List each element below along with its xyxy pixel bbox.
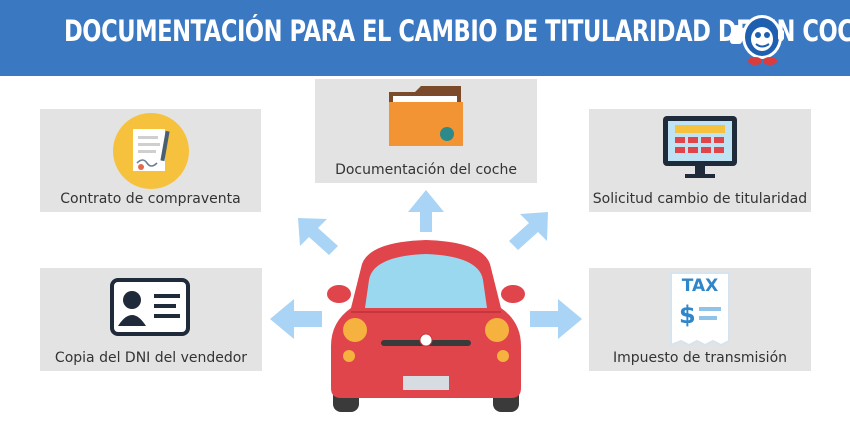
card-contrato-compraventa: Contrato de compraventa <box>40 109 261 212</box>
arrow-right-icon <box>530 299 582 339</box>
card-label: Contrato de compraventa <box>60 191 241 207</box>
arrow-left-icon <box>270 299 322 339</box>
contract-document-icon <box>113 113 189 189</box>
card-label: Copia del DNI del vendedor <box>54 350 248 366</box>
card-label: Solicitud cambio de titularidad <box>592 191 808 207</box>
page-header: DOCUMENTACIÓN PARA EL CAMBIO DE TITULARI… <box>0 0 850 76</box>
card-copia-dni: Copia del DNI del vendedor <box>40 268 262 371</box>
card-documentacion-coche: Documentación del coche <box>315 79 537 183</box>
folder-icon <box>389 86 463 146</box>
red-car-icon <box>327 240 525 412</box>
thumbs-up-mascot-icon <box>730 15 784 65</box>
card-label: Documentación del coche <box>335 162 517 178</box>
arrow-up-icon <box>408 190 444 232</box>
arrow-upleft-icon <box>298 218 338 255</box>
page-title: DOCUMENTACIÓN PARA EL CAMBIO DE TITULARI… <box>64 14 850 48</box>
tax-document-icon: TAX $ <box>670 272 730 347</box>
card-label: Impuesto de transmisión <box>612 350 788 366</box>
card-solicitud-cambio: Solicitud cambio de titularidad <box>589 109 811 212</box>
computer-monitor-form-icon <box>663 116 737 178</box>
svg-text:$: $ <box>679 301 696 329</box>
tax-icon-text: TAX <box>682 276 719 296</box>
id-card-icon <box>110 278 190 336</box>
card-impuesto-transmision: TAX $ Impuesto de transmisión <box>589 268 811 371</box>
arrow-upright-icon <box>509 212 548 250</box>
